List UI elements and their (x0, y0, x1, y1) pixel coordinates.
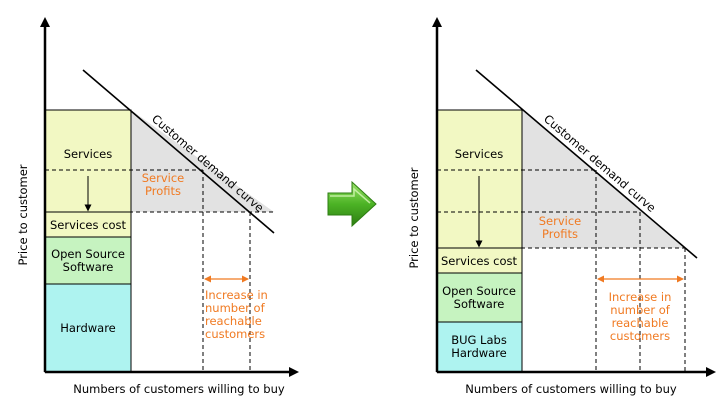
left-services-label: Services (64, 147, 113, 161)
right-y-axis-label: Price to customer (407, 167, 421, 268)
right-services-cost-box (436, 247, 523, 274)
left-hardware-label: Hardware (60, 321, 116, 335)
left-demand-curve (82, 69, 275, 234)
left-y-axis-label: Price to customer (16, 164, 30, 265)
right-services-cost-label: Services cost (441, 254, 517, 268)
right-hardware-box (436, 321, 523, 373)
left-x-axis-label: Numbers of customers willing to buy (73, 382, 285, 396)
left-services-cost-label: Services cost (50, 218, 126, 232)
right-services-label: Services (455, 147, 504, 161)
right-demand-curve (475, 69, 698, 259)
green-right-arrow-icon (327, 180, 377, 228)
right-x-axis-label: Numbers of customers willing to buy (465, 382, 677, 396)
left-open-source-box (44, 236, 132, 285)
left-profit-area (131, 110, 274, 212)
